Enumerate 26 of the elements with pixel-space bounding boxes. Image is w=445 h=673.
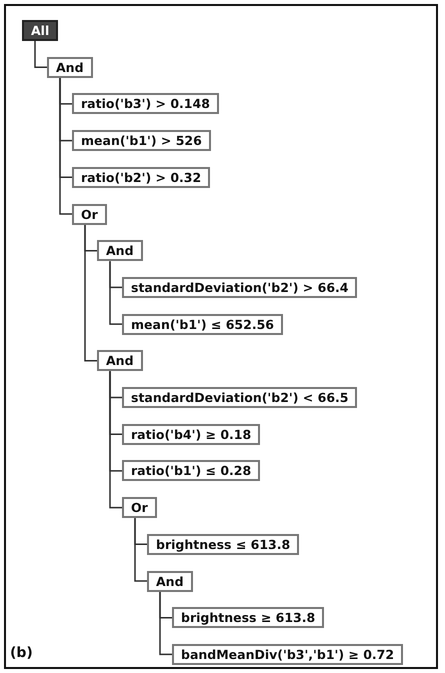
tree-connector	[159, 592, 172, 656]
operator-box: And	[147, 570, 193, 592]
operator-box: And	[47, 56, 93, 78]
tree-connector	[59, 78, 72, 215]
condition-box: ratio('b3') > 0.148	[72, 93, 219, 114]
condition-box: bandMeanDiv('b3','b1') ≥ 0.72	[172, 644, 404, 665]
condition-box: mean('b1') ≤ 652.56	[122, 314, 283, 335]
operator-box: And	[97, 240, 143, 262]
tree-connector	[34, 41, 47, 68]
operator-box: Or	[72, 204, 107, 224]
condition-box: mean('b1') > 526	[72, 130, 211, 152]
root-node: All	[22, 20, 58, 41]
condition-box: ratio('b1') ≤ 0.28	[122, 460, 260, 482]
condition-box: standardDeviation('b2') < 66.5	[122, 387, 358, 408]
tree-connector	[134, 518, 147, 582]
condition-box: ratio('b4') ≥ 0.18	[122, 424, 260, 445]
condition-box: standardDeviation('b2') > 66.4	[122, 276, 358, 298]
condition-box: brightness ≥ 613.8	[172, 607, 324, 628]
tree-connector	[84, 224, 97, 362]
tree-connector	[109, 371, 122, 508]
condition-box: ratio('b2') > 0.32	[72, 166, 210, 188]
panel-label: (b)	[10, 645, 33, 661]
operator-box: Or	[122, 497, 157, 518]
condition-box: brightness ≤ 613.8	[147, 534, 300, 555]
tree-connector	[109, 261, 122, 325]
operator-box: And	[97, 350, 143, 372]
